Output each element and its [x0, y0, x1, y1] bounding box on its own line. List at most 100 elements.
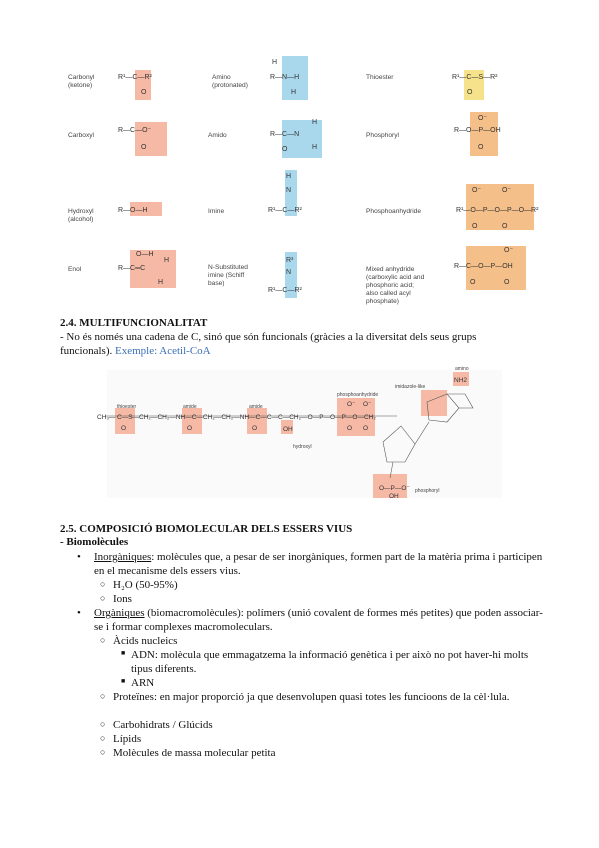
acetylcoa-example-link[interactable]: Exemple: Acetil-CoA	[114, 345, 211, 357]
enol-highlight	[130, 250, 176, 288]
svg-text:R¹—C—R²: R¹—C—R²	[118, 74, 152, 81]
carboxyl-highlight	[135, 122, 167, 156]
circle-bullet-small: ○	[100, 747, 106, 757]
small-molecules-item: Molècules de massa molecular petita	[113, 747, 276, 759]
circle-bullet-acids: ○	[100, 635, 106, 645]
svg-text:O: O	[141, 89, 147, 96]
svg-text:O: O	[467, 89, 473, 96]
fg-label-carboxyl: Carboxyl	[68, 132, 95, 139]
svg-text:R¹—C—R²: R¹—C—R²	[268, 207, 302, 214]
svg-text:R—C—N: R—C—N	[270, 131, 299, 138]
svg-text:O: O	[478, 144, 484, 151]
inorganic-text: : molècules que, a pesar de ser inorgàni…	[94, 551, 543, 577]
svg-text:R—C═C: R—C═C	[118, 265, 145, 272]
svg-text:N: N	[286, 187, 291, 194]
svg-text:O⁻: O⁻	[502, 187, 511, 194]
carbonyl-highlight	[135, 70, 151, 100]
amino-box	[453, 372, 469, 386]
fg-label-phosphoryl: Phosphoryl	[366, 132, 399, 139]
svg-text:R—O—H: R—O—H	[118, 207, 148, 214]
fg-label-schiff-base: N-Substituted imine (Schiff base)	[208, 264, 248, 287]
schiff-highlight	[285, 252, 297, 298]
svg-text:O⁻: O⁻	[504, 247, 513, 254]
label-nh2: NH2	[454, 377, 467, 384]
svg-text:R—C—O—P—OH: R—C—O—P—OH	[454, 263, 513, 270]
circle-bullet-carbs: ○	[100, 719, 106, 729]
svg-text:O⁻: O⁻	[478, 115, 487, 122]
svg-text:O: O	[504, 279, 510, 286]
phosphoryl-highlight	[470, 112, 498, 156]
acetyl-coa-drawing: CH₃— C—S—CH₂—CH₂—NH—C—CH₂—CH₂—NH—C—C—C—C…	[97, 366, 502, 500]
svg-text:H: H	[312, 119, 317, 126]
label-phosphoryl: phosphoryl	[415, 488, 439, 494]
svg-text:H: H	[164, 257, 169, 264]
lipids-item: Lípids	[113, 733, 142, 745]
svg-text:OH: OH	[283, 426, 293, 433]
svg-text:H: H	[158, 279, 163, 286]
thioester-highlight	[464, 70, 484, 100]
svg-text:H: H	[312, 144, 317, 151]
fg-label-enol: Enol	[68, 266, 82, 273]
bullet-organic: •	[77, 607, 81, 619]
label-phosphoanhydride: phosphoanhydride	[337, 392, 378, 398]
water-item: H₂O (50-95%)	[113, 579, 178, 591]
imidazole-box	[421, 390, 447, 416]
svg-text:O: O	[502, 223, 508, 230]
thioester-box	[115, 408, 135, 434]
circle-bullet-proteins: ○	[100, 691, 106, 701]
svg-text:O⁻: O⁻	[472, 187, 481, 194]
square-bullet-adn: ■	[121, 649, 126, 657]
amide2-box	[247, 408, 267, 434]
section-24-text: - No és només una cadena de C, sinó que …	[60, 330, 530, 358]
amide1-box	[182, 408, 202, 434]
biomolecules-heading: - Biomolècules	[60, 536, 129, 548]
amino-highlight	[282, 56, 308, 100]
svg-text:OH: OH	[389, 493, 399, 500]
svg-text:O: O	[252, 425, 257, 432]
svg-text:H: H	[291, 89, 296, 96]
svg-text:H: H	[286, 173, 291, 180]
adn-item: ADN: molècula que emmagatzema la informa…	[131, 649, 529, 675]
amido-highlight	[282, 120, 322, 158]
svg-text:O⁻: O⁻	[347, 401, 356, 408]
functional-groups-drawing: R¹—C—R²O HR—N—HH R¹—C—S—R²O R—C—O⁻O HR—C…	[118, 56, 539, 298]
label-amide-1: amide	[183, 404, 197, 410]
svg-text:R—O—P—OH: R—O—P—OH	[454, 127, 501, 134]
svg-text:R¹—O—P—O—P—O—R²: R¹—O—P—O—P—O—R²	[456, 207, 539, 214]
organic-text: (biomacromolècules): polímers (unió cova…	[94, 607, 543, 633]
square-bullet-arn: ■	[121, 677, 126, 685]
circle-bullet-ions: ○	[100, 593, 106, 603]
hydroxyl-box	[281, 420, 293, 434]
arn-item: ARN	[131, 677, 155, 689]
section-24-title: 2.4. MULTIFUNCIONALITAT	[60, 317, 208, 329]
svg-text:O: O	[121, 425, 126, 432]
svg-text:O: O	[141, 144, 147, 151]
svg-text:O: O	[347, 425, 352, 432]
section-25-title: 2.5. COMPOSICIÓ BIOMOLECULAR DELS ESSERS…	[60, 523, 353, 535]
svg-text:R³: R³	[286, 257, 294, 264]
label-amino: amino	[455, 366, 469, 372]
circle-bullet-lipids: ○	[100, 733, 106, 743]
svg-text:R¹—C—S—R²: R¹—C—S—R²	[452, 74, 498, 81]
imine-highlight	[285, 170, 297, 216]
organic-label: Orgàniques	[94, 607, 145, 619]
nucleic-acids-item: Àcids nucleics	[113, 635, 178, 647]
svg-text:H: H	[272, 59, 277, 66]
acetyl-coa-figure: CH₃— C—S—CH₂—CH₂—NH—C—CH₂—CH₂—NH—C—C—C—C…	[97, 364, 502, 504]
fg-label-phosphoanhydride: Phosphoanhydride	[366, 208, 421, 215]
svg-text:O—H: O—H	[136, 251, 154, 258]
svg-text:O: O	[282, 146, 288, 153]
svg-text:C—S—CH₂—CH₂—NH—C—CH₂—CH₂—NH—C—: C—S—CH₂—CH₂—NH—C—CH₂—CH₂—NH—C—C—C—CH₂—O—…	[117, 414, 376, 421]
phosphoanhydride-box	[337, 398, 375, 436]
svg-text:O: O	[187, 425, 192, 432]
ions-item: Ions	[113, 593, 132, 605]
fg-label-amino: Amino (protonated)	[212, 74, 248, 89]
label-hydroxyl: hydroxyl	[293, 444, 312, 450]
svg-text:O: O	[470, 279, 476, 286]
organic-item: Orgàniques (biomacromolècules): polímers…	[94, 607, 544, 634]
svg-text:CH₃—: CH₃—	[97, 414, 116, 421]
svg-text:R—N—H: R—N—H	[270, 74, 299, 81]
section-24-body: - No és només una cadena de C, sinó que …	[60, 331, 477, 357]
svg-text:O: O	[363, 425, 368, 432]
